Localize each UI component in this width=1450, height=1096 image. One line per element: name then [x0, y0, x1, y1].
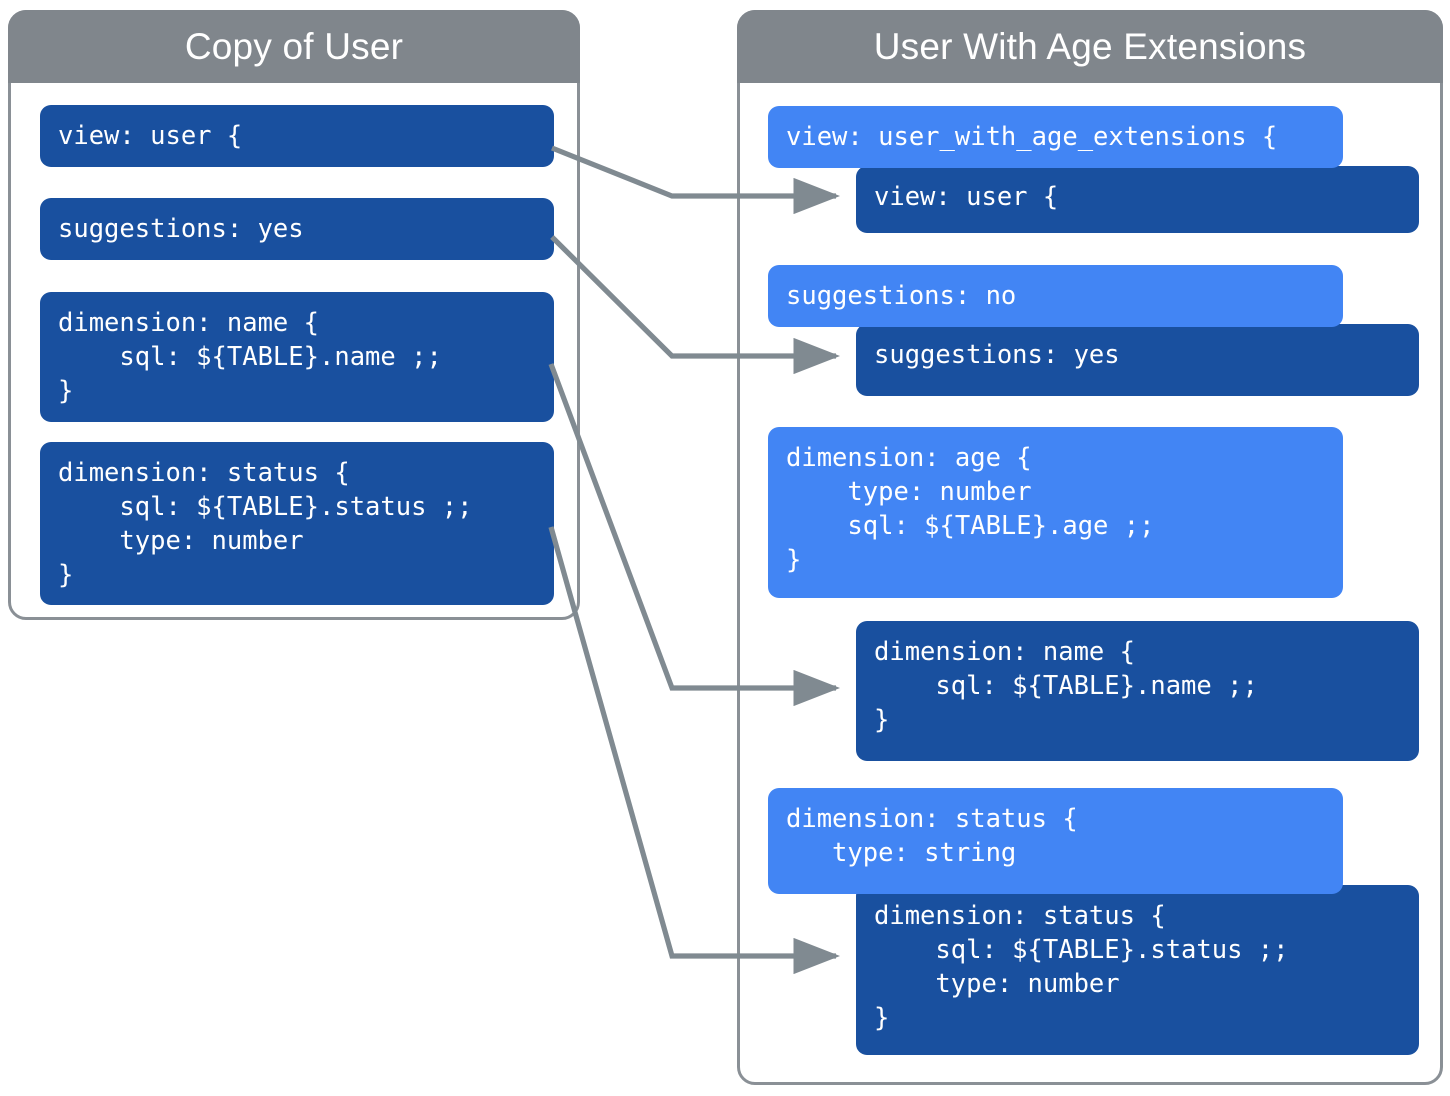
code-block-left-dimension-status[interactable]: dimension: status { sql: ${TABLE}.status…: [40, 442, 554, 605]
code-block-left-view[interactable]: view: user {: [40, 105, 554, 167]
panel-left-title: Copy of User: [8, 10, 580, 83]
code-block-right-dimension-age[interactable]: dimension: age { type: number sql: ${TAB…: [768, 427, 1343, 598]
panel-copy-of-user: Copy of User view: user { suggestions: y…: [8, 10, 580, 620]
code-block-left-dimension-name[interactable]: dimension: name { sql: ${TABLE}.name ;; …: [40, 292, 554, 422]
code-block-left-suggestions[interactable]: suggestions: yes: [40, 198, 554, 260]
code-block-right-view-user[interactable]: view: user {: [856, 166, 1419, 233]
code-block-right-dimension-name[interactable]: dimension: name { sql: ${TABLE}.name ;; …: [856, 621, 1419, 761]
code-block-right-suggestions-yes[interactable]: suggestions: yes: [856, 324, 1419, 396]
code-block-right-dimension-status-light[interactable]: dimension: status { type: string: [768, 788, 1343, 894]
code-block-right-suggestions-no[interactable]: suggestions: no: [768, 265, 1343, 327]
panel-user-with-age-extensions: User With Age Extensions view: user { vi…: [737, 10, 1443, 1085]
panel-right-title: User With Age Extensions: [737, 10, 1443, 83]
code-block-right-view-extensions[interactable]: view: user_with_age_extensions {: [768, 106, 1343, 168]
code-block-right-dimension-status-dark[interactable]: dimension: status { sql: ${TABLE}.status…: [856, 885, 1419, 1055]
